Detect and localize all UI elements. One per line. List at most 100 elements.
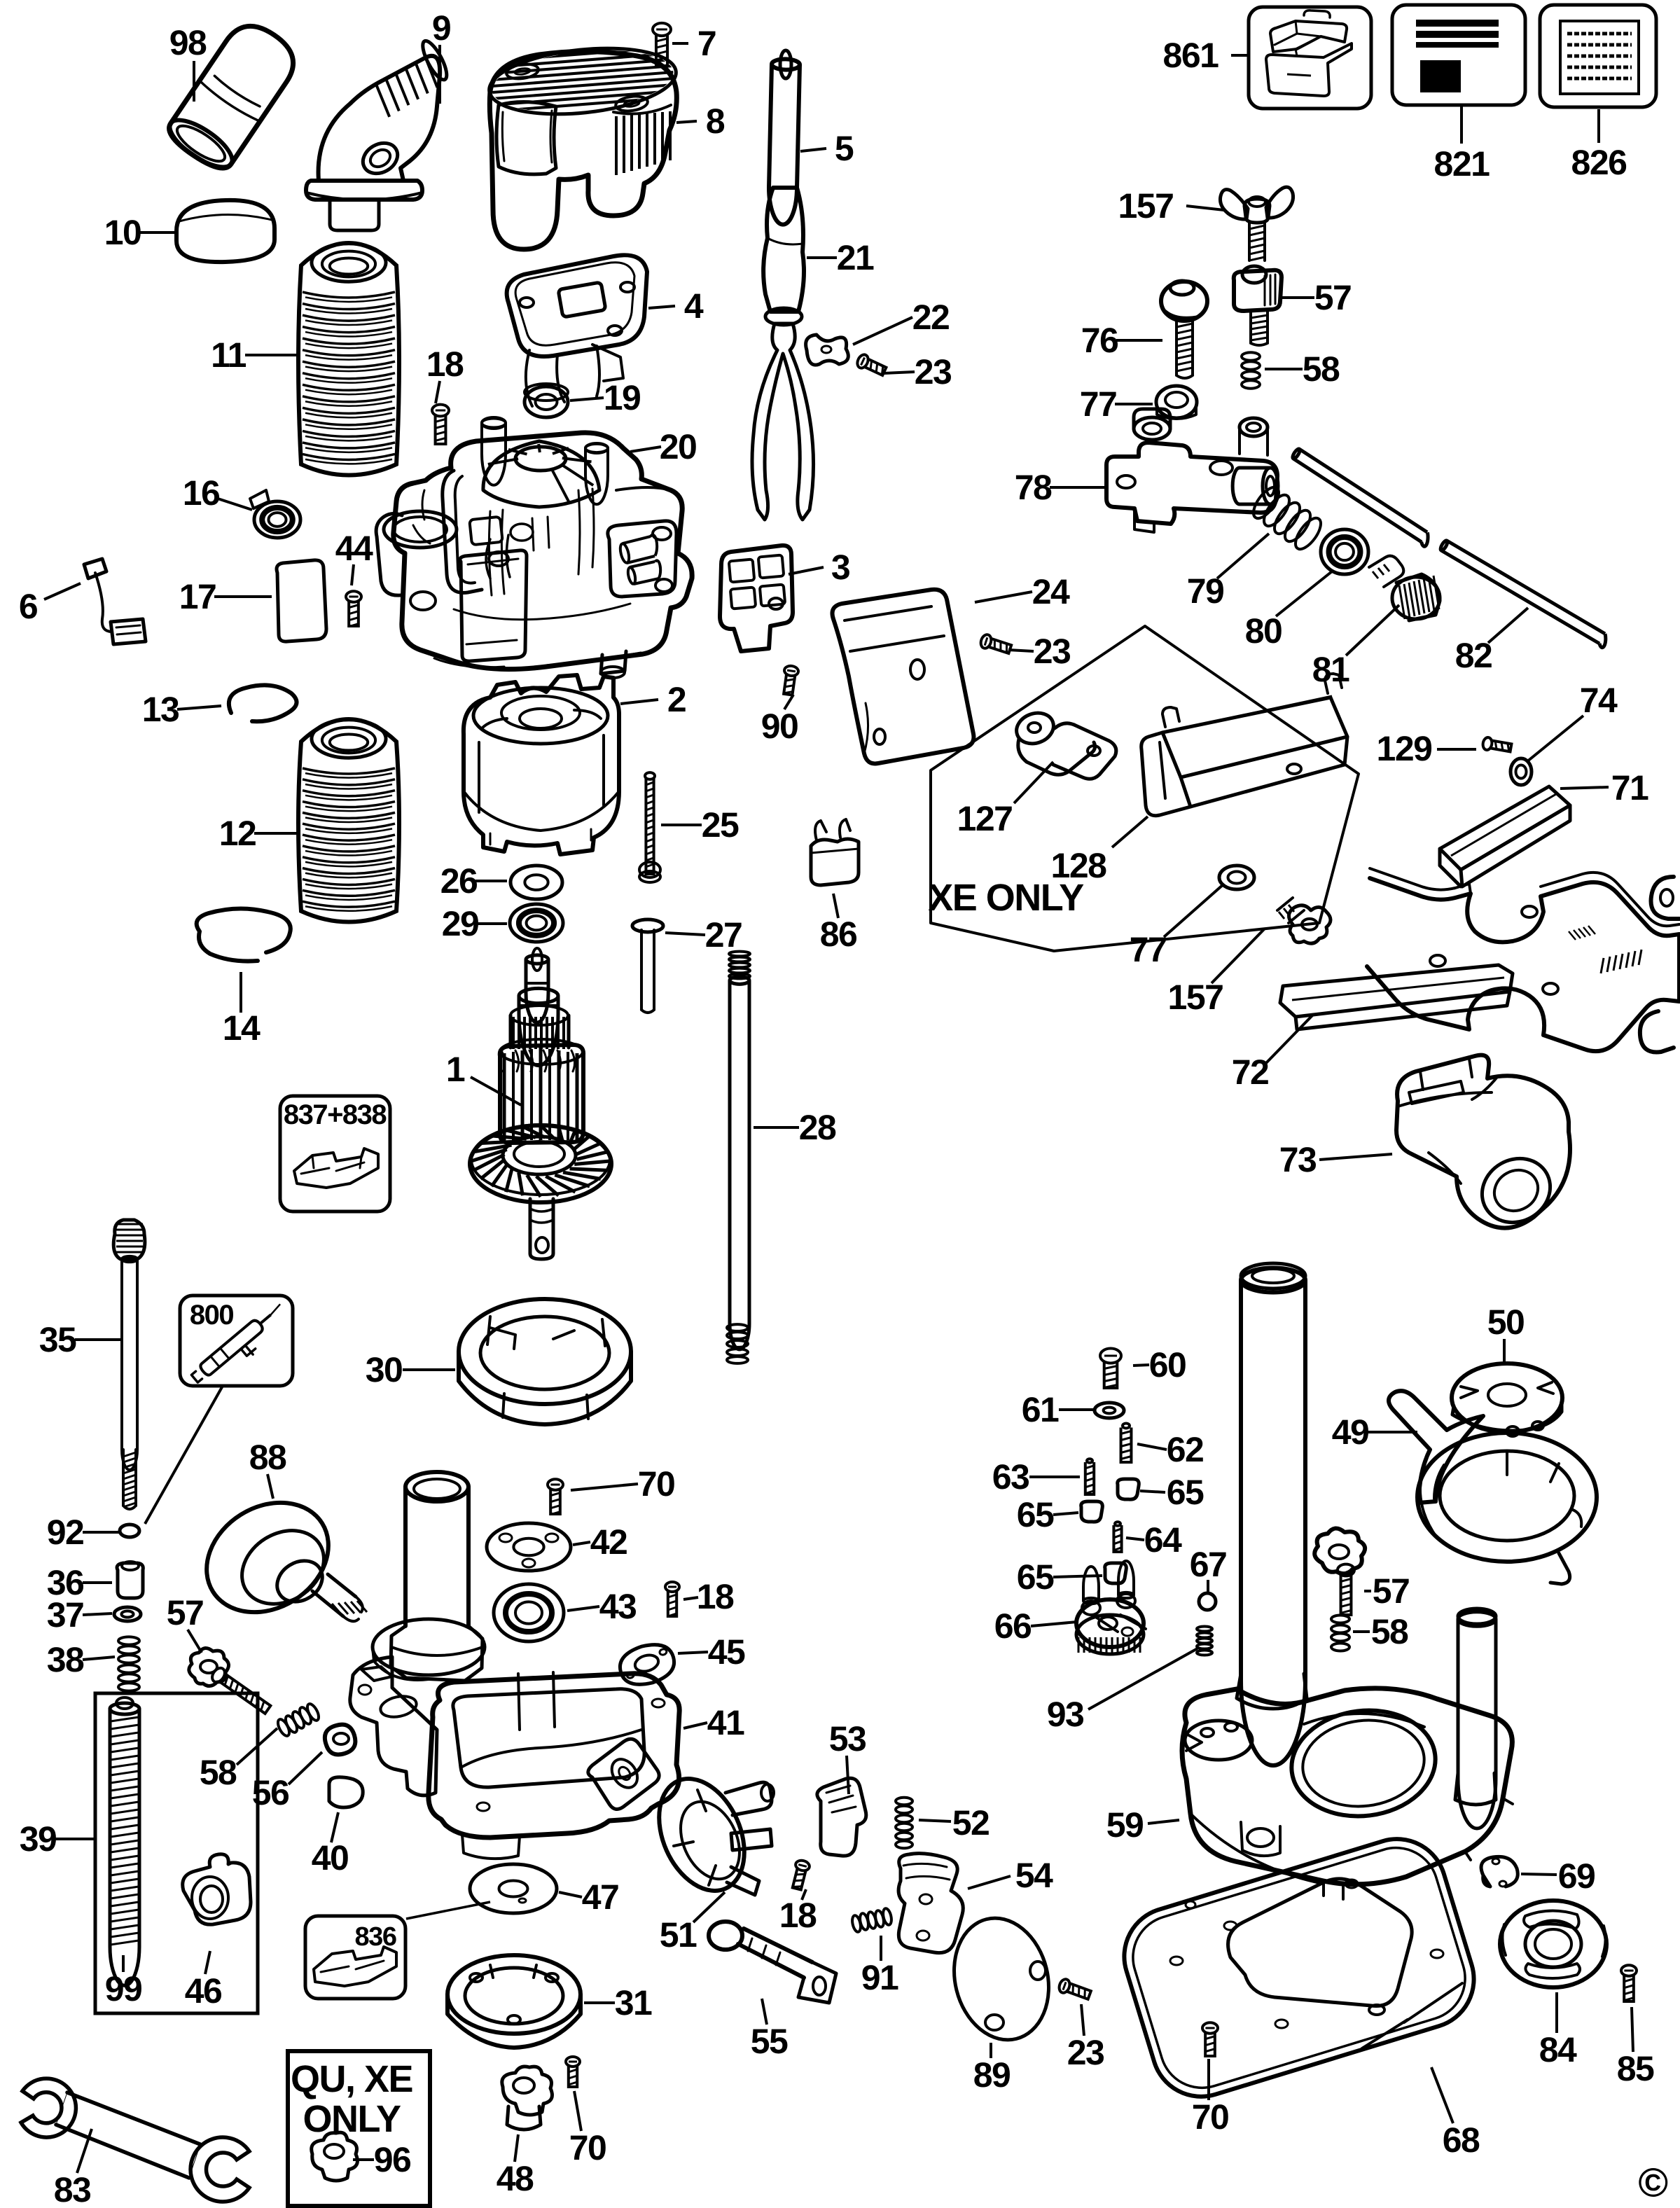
svg-text:58: 58 — [1303, 349, 1340, 389]
svg-text:38: 38 — [47, 1640, 84, 1679]
svg-text:127: 127 — [957, 799, 1013, 838]
svg-text:58: 58 — [200, 1753, 237, 1792]
svg-text:22: 22 — [912, 298, 950, 337]
svg-text:47: 47 — [582, 1877, 619, 1917]
svg-text:836: 836 — [355, 1922, 396, 1952]
svg-text:42: 42 — [590, 1522, 627, 1562]
svg-text:26: 26 — [440, 861, 478, 901]
svg-text:99: 99 — [105, 1969, 142, 2008]
svg-text:62: 62 — [1167, 1430, 1204, 1469]
svg-text:37: 37 — [47, 1595, 84, 1634]
svg-text:17: 17 — [179, 577, 216, 616]
svg-text:14: 14 — [223, 1008, 261, 1048]
svg-text:71: 71 — [1611, 768, 1648, 807]
svg-text:16: 16 — [183, 473, 220, 513]
svg-text:93: 93 — [1047, 1695, 1084, 1734]
svg-text:50: 50 — [1487, 1303, 1525, 1342]
svg-text:86: 86 — [820, 915, 857, 954]
svg-text:49: 49 — [1332, 1412, 1369, 1452]
svg-text:20: 20 — [660, 427, 697, 466]
svg-text:©: © — [1638, 2160, 1667, 2206]
svg-text:89: 89 — [973, 2055, 1011, 2095]
svg-text:41: 41 — [707, 1703, 744, 1742]
svg-text:91: 91 — [861, 1958, 898, 1997]
svg-text:129: 129 — [1377, 729, 1432, 768]
svg-text:23: 23 — [1067, 2033, 1104, 2072]
svg-text:25: 25 — [702, 805, 739, 845]
svg-text:80: 80 — [1245, 611, 1282, 651]
svg-text:12: 12 — [219, 814, 256, 853]
svg-text:66: 66 — [994, 1606, 1032, 1646]
svg-text:800: 800 — [190, 1300, 233, 1331]
svg-text:24: 24 — [1032, 572, 1070, 611]
svg-text:30: 30 — [366, 1350, 403, 1389]
svg-text:837+838: 837+838 — [284, 1099, 387, 1130]
svg-text:88: 88 — [249, 1438, 286, 1477]
svg-text:10: 10 — [104, 213, 141, 252]
svg-text:4: 4 — [684, 286, 704, 326]
svg-text:51: 51 — [660, 1915, 697, 1954]
svg-text:57: 57 — [1373, 1571, 1410, 1611]
svg-text:77: 77 — [1130, 930, 1167, 969]
svg-text:65: 65 — [1017, 1495, 1054, 1534]
svg-text:128: 128 — [1051, 846, 1107, 885]
svg-text:58: 58 — [1371, 1612, 1408, 1651]
svg-text:18: 18 — [779, 1896, 817, 1935]
svg-text:81: 81 — [1312, 650, 1349, 689]
svg-text:157: 157 — [1118, 186, 1174, 225]
svg-text:83: 83 — [54, 2170, 91, 2208]
svg-text:59: 59 — [1106, 1805, 1144, 1845]
svg-text:23: 23 — [1034, 632, 1071, 671]
svg-text:85: 85 — [1617, 2049, 1654, 2088]
svg-text:QU, XE: QU, XE — [291, 2058, 412, 2100]
svg-text:40: 40 — [312, 1838, 349, 1877]
svg-text:39: 39 — [20, 1819, 57, 1859]
svg-text:23: 23 — [915, 352, 952, 391]
svg-text:98: 98 — [169, 23, 207, 62]
svg-text:73: 73 — [1279, 1140, 1317, 1179]
svg-text:27: 27 — [705, 915, 742, 954]
svg-text:826: 826 — [1571, 143, 1627, 182]
svg-text:65: 65 — [1017, 1557, 1054, 1597]
svg-text:69: 69 — [1558, 1856, 1595, 1896]
svg-text:45: 45 — [708, 1632, 745, 1672]
svg-text:13: 13 — [142, 690, 179, 729]
svg-text:77: 77 — [1080, 384, 1117, 424]
svg-text:1: 1 — [446, 1050, 465, 1089]
svg-text:3: 3 — [831, 548, 849, 587]
svg-text:76: 76 — [1081, 321, 1118, 360]
svg-text:57: 57 — [1314, 278, 1352, 317]
svg-text:74: 74 — [1580, 681, 1618, 720]
svg-text:65: 65 — [1167, 1473, 1204, 1512]
svg-text:54: 54 — [1015, 1856, 1053, 1895]
svg-text:63: 63 — [992, 1457, 1029, 1497]
svg-text:72: 72 — [1232, 1053, 1269, 1092]
svg-text:861: 861 — [1163, 36, 1219, 75]
svg-text:92: 92 — [47, 1513, 84, 1552]
svg-text:9: 9 — [432, 8, 450, 48]
svg-text:36: 36 — [47, 1563, 84, 1602]
svg-text:46: 46 — [185, 1971, 222, 2011]
svg-text:5: 5 — [835, 129, 854, 168]
svg-text:96: 96 — [374, 2140, 411, 2179]
svg-text:8: 8 — [706, 102, 725, 141]
svg-text:61: 61 — [1022, 1390, 1059, 1429]
svg-text:68: 68 — [1443, 2120, 1480, 2160]
svg-text:821: 821 — [1434, 144, 1490, 183]
svg-text:18: 18 — [697, 1577, 734, 1616]
svg-text:35: 35 — [39, 1320, 76, 1359]
svg-text:70: 70 — [569, 2128, 606, 2167]
svg-text:55: 55 — [751, 2022, 788, 2061]
svg-text:64: 64 — [1144, 1520, 1182, 1560]
svg-text:11: 11 — [211, 335, 247, 375]
svg-text:29: 29 — [442, 904, 479, 943]
svg-text:2: 2 — [667, 680, 686, 719]
svg-text:18: 18 — [426, 345, 464, 384]
svg-text:21: 21 — [837, 238, 874, 277]
svg-text:52: 52 — [952, 1803, 990, 1842]
svg-text:31: 31 — [615, 1983, 652, 2022]
svg-text:43: 43 — [599, 1587, 637, 1626]
svg-text:44: 44 — [335, 529, 373, 568]
svg-text:6: 6 — [19, 587, 37, 626]
svg-text:XE ONLY: XE ONLY — [928, 877, 1084, 919]
